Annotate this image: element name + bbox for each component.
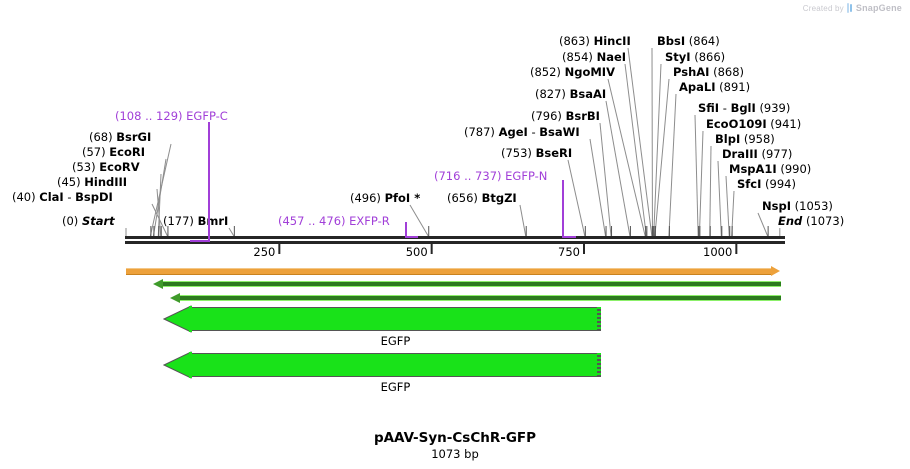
leader-line — [668, 93, 677, 237]
label-site-hindiii[interactable]: (45) HindIII — [57, 175, 128, 189]
label-site-ecoo109i[interactable]: EcoO109I (941) — [706, 117, 802, 131]
label-site-agei-bsawi[interactable]: (787) AgeI - BsaWI — [464, 125, 580, 139]
cds-arrowhead-icon-2 — [163, 351, 192, 379]
leader-line — [156, 188, 162, 237]
leader-line — [519, 204, 527, 237]
label-site-apali[interactable]: ApaLI (891) — [679, 80, 751, 94]
ruler-tick-label: 250 — [253, 245, 276, 259]
label-site-blpi[interactable]: BlpI (958) — [715, 132, 775, 146]
leader-line — [605, 100, 631, 237]
label-site-bsrgi[interactable]: (68) BsrGI — [89, 130, 152, 144]
label-site-bmri[interactable]: (177) BmrI — [163, 214, 229, 228]
label-site-bsrbi[interactable]: (796) BsrBI — [531, 109, 600, 123]
leader-line — [151, 203, 168, 237]
label-site-pshai[interactable]: PshAI (868) — [673, 65, 745, 79]
snapgene-watermark: Created by SnapGene — [803, 3, 902, 13]
label-site-mspa1i[interactable]: MspA1I (990) — [729, 162, 812, 176]
label-site-ngomiv[interactable]: (852) NgoMIV — [530, 65, 615, 79]
egfp-thin-arrow-1-head-icon — [153, 279, 163, 289]
cds-label-egfp-1: EGFP — [380, 334, 411, 348]
leader-line — [228, 227, 235, 237]
label-site-bseri[interactable]: (753) BseRI — [501, 146, 573, 160]
label-site-pfoi[interactable]: (496) PfoI * — [350, 191, 421, 205]
leader-line — [607, 78, 646, 237]
label-end[interactable]: End (1073) — [778, 214, 845, 228]
cds-label-egfp-2: EGFP — [380, 380, 411, 394]
leader-line — [157, 173, 162, 237]
leader-line — [698, 130, 704, 237]
leader-line — [589, 138, 607, 237]
label-site-bsaai[interactable]: (827) BsaAI — [535, 87, 607, 101]
plasmid-title: pAAV-Syn-CsChR-GFP — [373, 430, 537, 446]
leader-line — [599, 122, 612, 237]
label-primer-egfp-n[interactable]: (716 .. 737) EGFP-N — [434, 169, 548, 183]
ruler-ticks — [278, 244, 738, 254]
label-primer-exfp-r[interactable]: (457 .. 476) EXFP-R — [278, 214, 390, 228]
leader-line — [709, 145, 712, 237]
leader-line — [624, 63, 647, 237]
watermark-prefix: Created by — [802, 3, 844, 13]
egfp-thin-arrow-2-head-icon — [170, 293, 180, 303]
label-site-hincii[interactable]: (863) HincII — [559, 34, 631, 48]
leader-line — [717, 160, 722, 237]
label-site-sfii-bgli[interactable]: SfiI - BglI (939) — [698, 101, 791, 115]
leader-line — [654, 78, 670, 237]
sequence-backbone[interactable] — [125, 236, 785, 239]
plasmid-length: 1073 bp — [431, 447, 479, 461]
leader-line — [409, 204, 429, 237]
leader-line — [627, 47, 653, 237]
label-site-styi[interactable]: StyI (866) — [665, 50, 726, 64]
label-site-draiii[interactable]: DraIII (977) — [722, 147, 793, 161]
leader-lines — [125, 47, 781, 237]
label-site-bbsi[interactable]: BbsI (864) — [657, 34, 720, 48]
label-site-clai-bspdi[interactable]: (40) ClaI - BspDI — [12, 190, 113, 204]
leader-line — [757, 212, 769, 237]
egfp-thin-arrow-2[interactable] — [180, 295, 781, 301]
primer-name: EGFP-C — [186, 109, 228, 123]
leader-line — [653, 63, 662, 237]
ruler-tick-label: 500 — [405, 245, 428, 259]
ruler-tick-label: 750 — [558, 245, 580, 259]
cds-arrowhead-icon-1 — [163, 305, 192, 333]
label-site-nspi[interactable]: NspI (1053) — [762, 199, 833, 213]
label-site-btgzi[interactable]: (656) BtgZI — [447, 191, 517, 205]
leader-line — [694, 114, 699, 237]
full-length-feature-arrow[interactable] — [126, 268, 771, 275]
egfp-thin-arrow-1[interactable] — [163, 281, 781, 287]
sequence-backbone-shadow — [125, 241, 785, 244]
leader-line — [567, 159, 586, 237]
label-site-sfci[interactable]: SfcI (994) — [737, 177, 796, 191]
label-start[interactable]: (0) Start — [62, 214, 115, 228]
label-site-ecorv[interactable]: (53) EcoRV — [72, 160, 140, 174]
watermark-brand: SnapGene — [855, 3, 902, 13]
primer-range: (108 .. 129) — [115, 109, 183, 123]
snapgene-logo-icon — [846, 3, 853, 13]
leader-line — [725, 175, 730, 237]
ruler-tick-label: 1000 — [703, 245, 733, 259]
label-site-naei[interactable]: (854) NaeI — [562, 50, 627, 64]
label-site-ecori[interactable]: (57) EcoRI — [82, 145, 145, 159]
full-length-arrow-head-icon — [771, 266, 780, 276]
